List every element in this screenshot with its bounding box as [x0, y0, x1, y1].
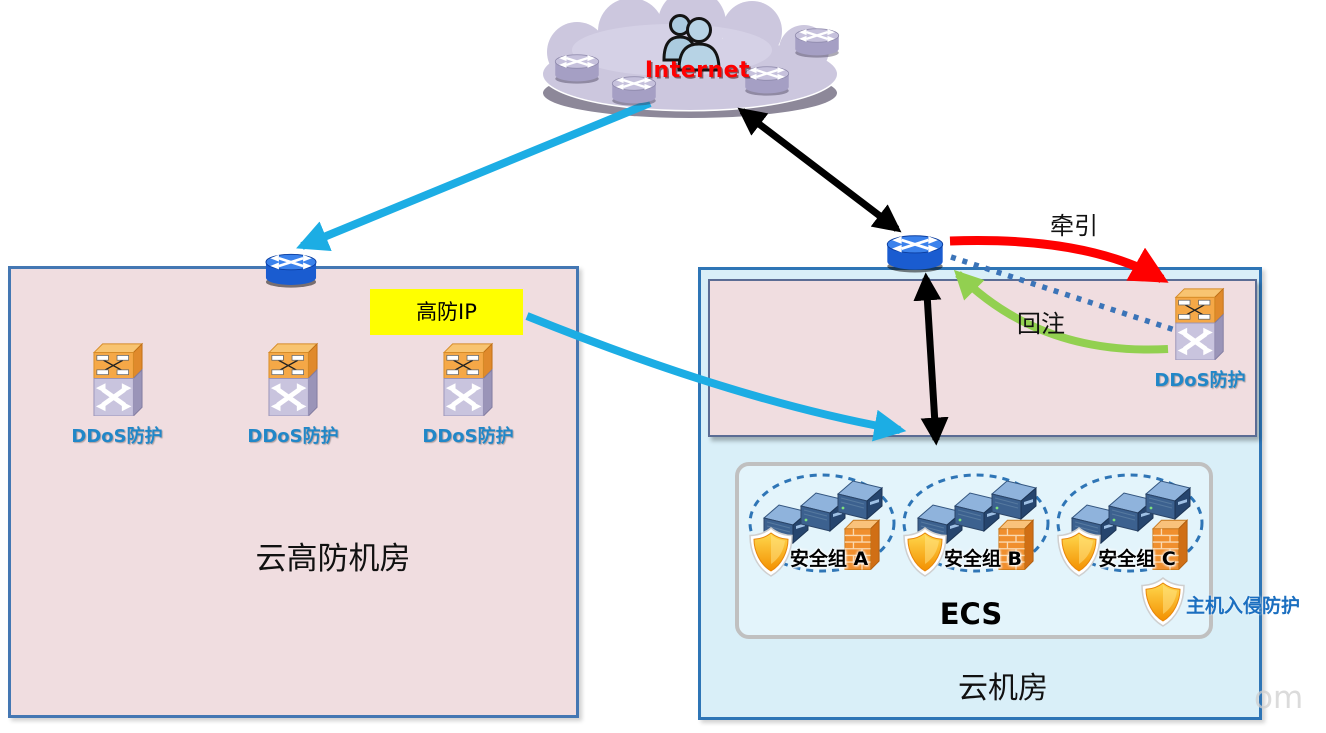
internet-label: Internet	[644, 58, 751, 83]
ecs-label: ECS	[939, 597, 1003, 631]
security-group-label: 安全组 C	[1098, 548, 1176, 570]
host-protection-label: 主机入侵防护	[1186, 595, 1301, 617]
cloud-router-icon	[794, 27, 840, 58]
ddos-node-label: DDoS防护	[1154, 370, 1246, 391]
ddos-node-label: DDoS防护	[71, 426, 163, 447]
ddos-node-label: DDoS防护	[422, 426, 514, 447]
cloud-router-icon	[554, 53, 600, 84]
left-room-title: 云高防机房	[255, 541, 411, 577]
ddos-node-label: DDoS防护	[247, 426, 339, 447]
cyan-arrow-internet-to-router	[296, 99, 652, 252]
cloud-antiddos-room-box	[8, 266, 579, 718]
inject-arrow-label: 回注	[1017, 310, 1065, 338]
right-room-title: 云机房	[958, 671, 1048, 706]
black-arrow-internet-router	[737, 107, 902, 233]
security-group-label: 安全组 B	[943, 548, 1023, 570]
gaofang-ip-badge: 高防IP	[370, 289, 523, 335]
pull-arrow-label: 牵引	[1050, 212, 1098, 240]
watermark-text: om	[1254, 680, 1304, 716]
security-group-label: 安全组 A	[789, 548, 869, 570]
cloud-room-ddos-zone-box	[708, 279, 1257, 437]
